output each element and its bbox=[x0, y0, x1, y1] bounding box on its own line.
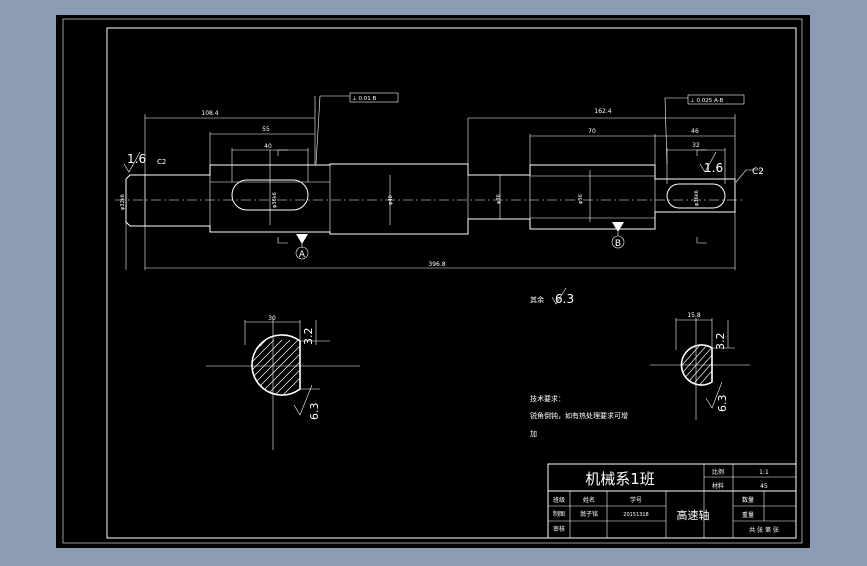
roughness-left: 1.6 bbox=[127, 152, 146, 166]
datum-b-symbol bbox=[611, 222, 625, 249]
chamfer-left: C2 bbox=[157, 158, 166, 166]
dia-left-end: φ32k6 bbox=[120, 194, 126, 210]
dia-middle: φ40 bbox=[388, 195, 394, 205]
dim-left-section: 108.4 bbox=[201, 110, 218, 117]
title-qty-label: 数量 bbox=[742, 496, 754, 504]
dia-right-bearing: φ36 bbox=[578, 194, 584, 204]
dia-right-end: φ36k6 bbox=[694, 190, 700, 206]
notes-title: 技术要求： bbox=[530, 394, 565, 403]
notes-line-2: 加 bbox=[530, 429, 537, 438]
rest-roughness-label: 其余 bbox=[530, 295, 544, 304]
title-material-value: 45 bbox=[760, 483, 768, 490]
chamfer-right: C2 bbox=[752, 167, 764, 177]
dim-keyway-right-w: 32 bbox=[692, 142, 700, 149]
title-sheet-label: 共 张 第 张 bbox=[749, 526, 779, 534]
section2-rough: 6.3 bbox=[716, 395, 729, 413]
title-row-label-1: 班级 bbox=[553, 496, 565, 504]
dia-step: φ36 bbox=[496, 194, 502, 204]
title-scale-label: 比例 bbox=[712, 468, 724, 476]
dim-right-end: 46 bbox=[691, 128, 699, 135]
datum-a-label: A bbox=[299, 250, 306, 260]
dimension-lines bbox=[125, 95, 760, 270]
title-row-label-2: 制图 bbox=[553, 510, 565, 518]
dim-right-mid: 70 bbox=[588, 128, 596, 135]
roughness-symbol-right bbox=[699, 151, 717, 173]
notes-line-1: 锐角倒钝，如有热处理要求可增 bbox=[530, 411, 628, 420]
datum-a-symbol bbox=[295, 234, 309, 260]
dim-keyway-left-len: 55 bbox=[262, 126, 270, 133]
title-id-label: 学号 bbox=[630, 496, 642, 504]
title-row-label-3: 审核 bbox=[553, 525, 565, 533]
rest-roughness-value: 6.3 bbox=[555, 292, 574, 306]
section1-width: 30 bbox=[268, 315, 276, 322]
tolerance-frame-left bbox=[349, 92, 399, 103]
title-name-label: 姓名 bbox=[583, 496, 595, 504]
roughness-right: 1.6 bbox=[704, 161, 723, 175]
dim-right-section: 162.4 bbox=[594, 108, 611, 115]
title-department: 机械系1班 bbox=[585, 470, 655, 488]
section1-rough: 6.3 bbox=[308, 403, 321, 421]
tolerance-frame-right bbox=[687, 94, 745, 105]
section2-depth: 3.2 bbox=[714, 333, 727, 351]
title-scale-value: 1:1 bbox=[759, 469, 769, 476]
title-weight-label: 重量 bbox=[742, 511, 754, 519]
title-part-name: 高速轴 bbox=[677, 508, 710, 522]
section-view-left bbox=[206, 318, 360, 450]
tolerance-right: ⊥ 0.025 A-B bbox=[690, 98, 723, 104]
title-drawer-name: 翁子铭 bbox=[580, 510, 598, 518]
title-student-id: 20151318 bbox=[623, 512, 648, 518]
datum-b-label: B bbox=[615, 239, 621, 249]
dim-total: 396.8 bbox=[428, 261, 445, 268]
rest-roughness-symbol bbox=[551, 287, 567, 305]
title-material-label: 材料 bbox=[712, 482, 724, 490]
dim-keyway-left-w: 40 bbox=[264, 143, 272, 150]
title-block bbox=[547, 463, 797, 539]
tolerance-left: ⊥ 0.01 B bbox=[352, 96, 377, 102]
section2-width: 15.8 bbox=[687, 312, 701, 319]
dia-left-seat: φ36k6 bbox=[272, 192, 278, 208]
outer-border bbox=[62, 18, 803, 544]
section1-depth: 3.2 bbox=[302, 328, 315, 346]
roughness-symbol-left bbox=[123, 151, 141, 173]
drawing-sheet bbox=[56, 15, 810, 548]
inner-border bbox=[106, 27, 797, 539]
